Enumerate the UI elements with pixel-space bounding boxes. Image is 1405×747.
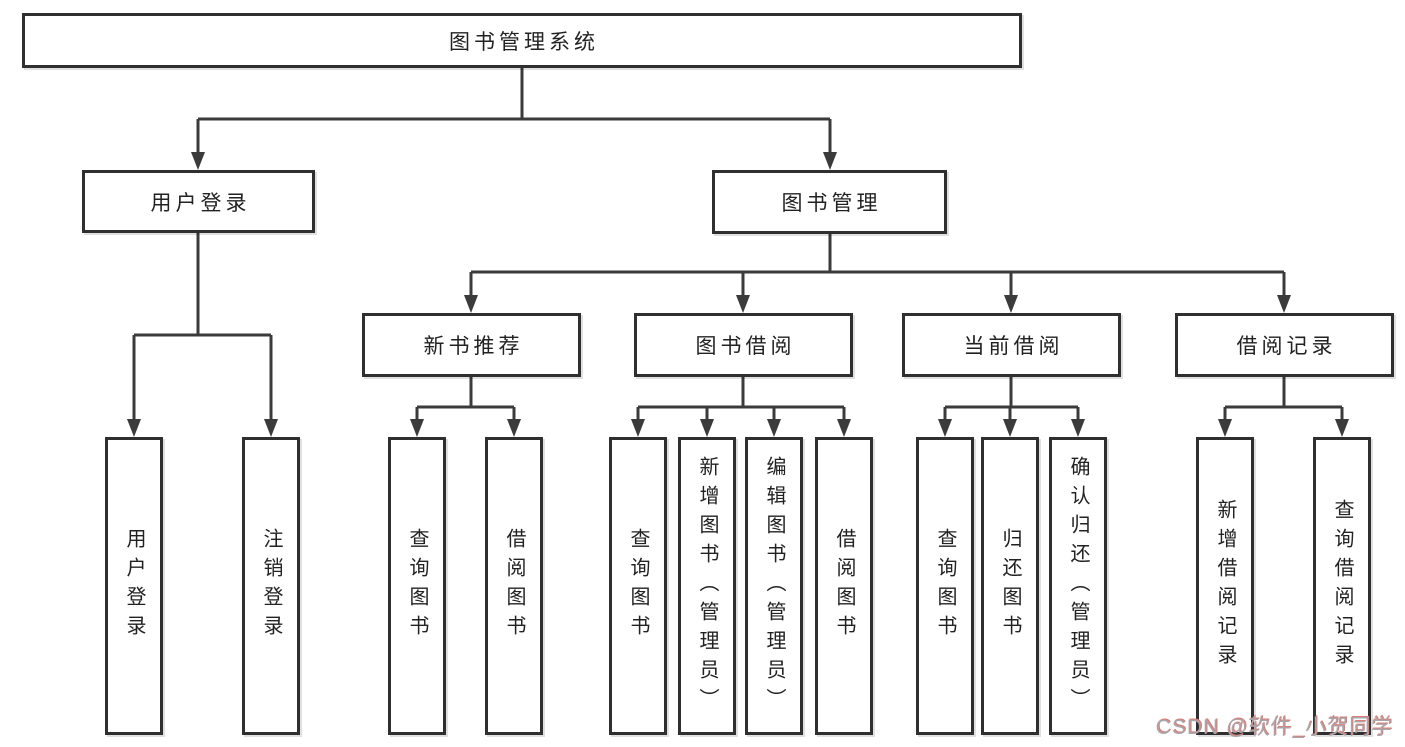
leaf-add-books-admin: 新增图书（管理员）	[678, 437, 736, 735]
node-current-borrowing: 当前借阅	[902, 313, 1121, 377]
node-book-management-branch: 图书管理	[712, 170, 947, 234]
leaf-query-books-current-label: 查询图书	[934, 528, 956, 644]
leaf-logout-label: 注销登录	[260, 528, 282, 644]
leaf-edit-books-admin-label: 编辑图书（管理员）	[763, 455, 785, 717]
leaf-query-books-recommend-label: 查询图书	[406, 528, 428, 644]
leaf-user-login-label: 用户登录	[123, 528, 145, 644]
node-book-management-branch-label: 图书管理	[781, 192, 882, 215]
leaf-confirm-return-admin: 确认归还（管理员）	[1049, 437, 1107, 735]
leaf-return-books-label: 归还图书	[999, 528, 1021, 644]
node-system-root-label: 图书管理系统	[449, 30, 599, 54]
leaf-query-books-current: 查询图书	[916, 437, 974, 735]
leaf-confirm-return-admin-label: 确认归还（管理员）	[1067, 455, 1089, 717]
leaf-borrow-books-recommend: 借阅图书	[485, 437, 543, 735]
node-user-login-branch-label: 用户登录	[150, 191, 251, 215]
leaf-logout: 注销登录	[242, 437, 300, 735]
leaf-query-books-recommend: 查询图书	[388, 437, 446, 735]
leaf-borrow-books-label: 借阅图书	[833, 528, 855, 644]
node-borrowing-records: 借阅记录	[1175, 313, 1394, 377]
leaf-add-borrow-record-label: 新增借阅记录	[1214, 499, 1236, 673]
csdn-watermark: CSDN @软件_小贺同学	[1155, 716, 1393, 739]
leaf-add-books-admin-label: 新增图书（管理员）	[696, 455, 718, 717]
leaf-query-books-borrowing: 查询图书	[609, 437, 667, 735]
node-new-book-recommend: 新书推荐	[362, 313, 581, 377]
node-current-borrowing-label: 当前借阅	[963, 335, 1064, 358]
leaf-borrow-books-recommend-label: 借阅图书	[503, 528, 525, 644]
leaf-query-borrow-record-label: 查询借阅记录	[1331, 499, 1353, 673]
node-book-borrowing-label: 图书借阅	[695, 335, 796, 358]
node-new-book-recommend-label: 新书推荐	[423, 335, 524, 358]
leaf-add-borrow-record: 新增借阅记录	[1196, 437, 1254, 735]
leaf-edit-books-admin: 编辑图书（管理员）	[745, 437, 803, 735]
node-book-borrowing: 图书借阅	[634, 313, 853, 377]
leaf-query-books-borrowing-label: 查询图书	[627, 528, 649, 644]
leaf-borrow-books: 借阅图书	[815, 437, 873, 735]
leaf-return-books: 归还图书	[981, 437, 1039, 735]
leaf-query-borrow-record: 查询借阅记录	[1313, 437, 1371, 735]
node-borrowing-records-label: 借阅记录	[1236, 335, 1337, 358]
leaf-user-login: 用户登录	[105, 437, 163, 735]
node-user-login-branch: 用户登录	[82, 170, 315, 233]
node-system-root: 图书管理系统	[22, 13, 1022, 68]
